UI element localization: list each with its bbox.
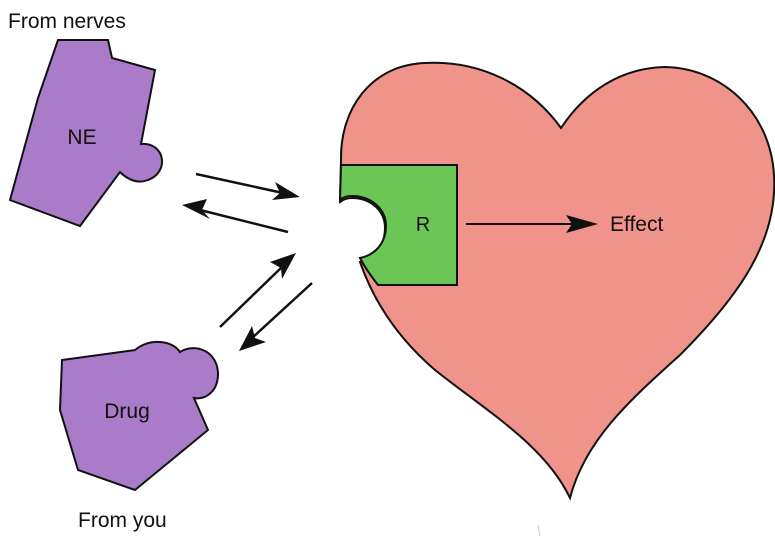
receptor-shape [340,165,457,285]
ne-reverse-arrowhead [182,199,210,219]
ne-forward-arrow-line [196,174,283,193]
effect-label: Effect [610,213,663,236]
receptor-label: R [416,214,430,236]
ne-reverse-arrow-line [200,210,288,232]
drug-label: Drug [104,400,150,423]
drug-reverse-arrow-line [252,283,312,338]
from-you-label: From you [78,509,167,532]
from-nerves-label: From nerves [8,10,126,33]
ne-label: NE [67,126,96,149]
faint-mark [538,525,540,536]
